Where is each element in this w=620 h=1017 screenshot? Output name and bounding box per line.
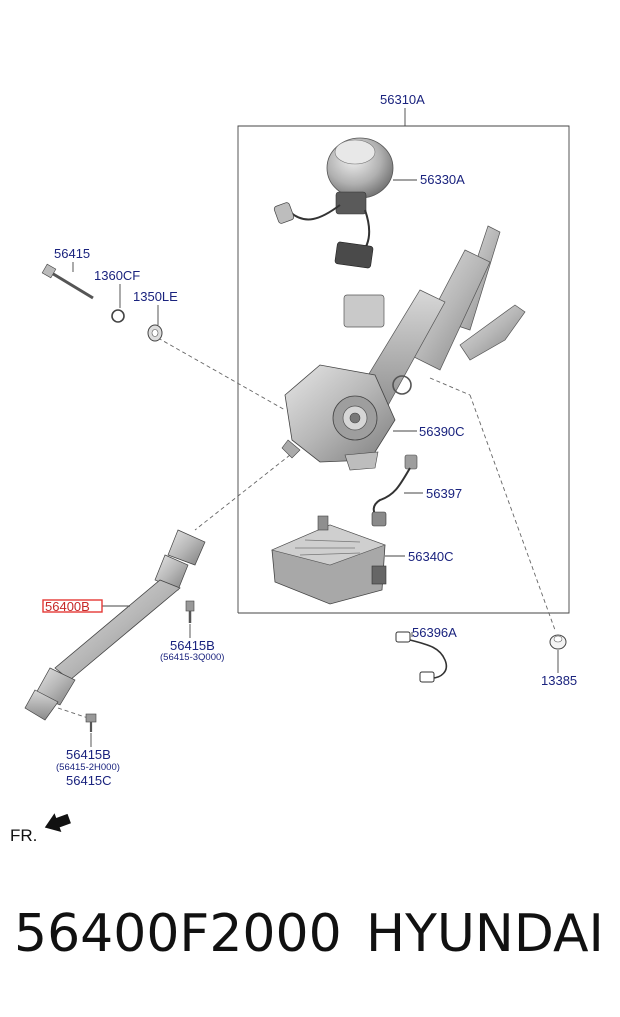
callout-1360CF[interactable]: 1360CF (94, 268, 140, 283)
gear-housing (281, 364, 396, 471)
dashed-guide-lines (57, 337, 556, 719)
cable-56396A (395, 631, 448, 683)
motor-unit (273, 137, 394, 269)
wire-harness-56397 (371, 454, 418, 527)
callout-56330A[interactable]: 56330A (420, 172, 465, 187)
callout-56390C[interactable]: 56390C (419, 424, 465, 439)
callout-13385[interactable]: 13385 (541, 673, 577, 688)
callout-56415B-top[interactable]: 56415B (170, 638, 215, 653)
bolt-56415 (41, 263, 94, 300)
assembly-frame-56310A (237, 108, 570, 614)
front-indicator-label: FR. (10, 826, 37, 845)
callout-56400B-selected[interactable]: 56400B (45, 599, 90, 614)
steering-column-diagram: 56310A 56330A 56415 1360CF 1350LE 56390C… (10, 92, 577, 845)
snap-ring-1360CF (111, 309, 125, 323)
nut-13385 (549, 634, 567, 650)
bolt-56415B-top (185, 600, 195, 623)
bolt-56415B-bottom (85, 713, 97, 732)
callout-56415[interactable]: 56415 (54, 246, 90, 261)
callout-56397[interactable]: 56397 (426, 486, 462, 501)
callout-56340C[interactable]: 56340C (408, 549, 454, 564)
part-number: 56400F2000 (14, 904, 342, 964)
ecu-module (271, 515, 387, 605)
callout-56415-3Q000: (56415-3Q000) (160, 652, 224, 663)
callout-56396A[interactable]: 56396A (412, 625, 457, 640)
callout-56415C[interactable]: 56415C (66, 773, 112, 788)
callout-56415B-bottom[interactable]: 56415B (66, 747, 111, 762)
intermediate-shaft-56400B (24, 529, 206, 721)
brand-name: HYUNDAI (366, 904, 604, 964)
front-arrow-icon (44, 813, 71, 833)
washer-1350LE (147, 324, 163, 342)
callout-56310A[interactable]: 56310A (380, 92, 425, 107)
leader-lines (72, 179, 559, 747)
selected-part-highlight (42, 599, 103, 613)
callout-56415-2H000: (56415-2H000) (56, 762, 120, 773)
callout-1350LE[interactable]: 1350LE (133, 289, 178, 304)
